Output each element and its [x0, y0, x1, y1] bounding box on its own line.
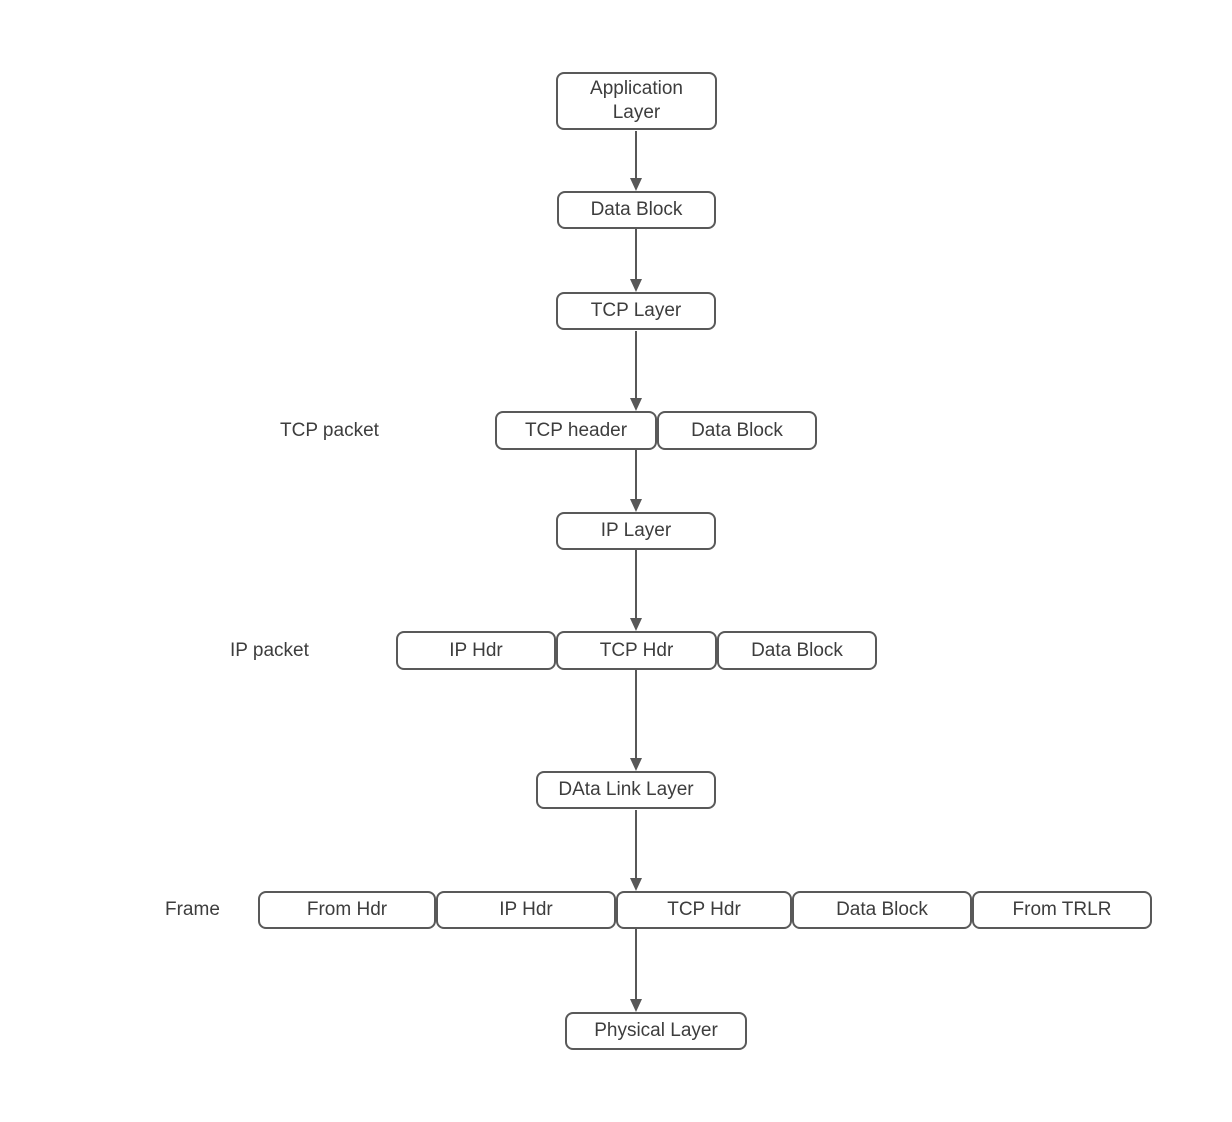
cell-ip-hdr: IP Hdr [436, 891, 616, 929]
label-tcp-packet: TCP packet [280, 419, 379, 441]
cell-ip-hdr: IP Hdr [396, 631, 556, 670]
arrow-down-icon [630, 331, 642, 411]
node-data-block: Data Block [557, 191, 716, 229]
arrow-down-icon [630, 670, 642, 771]
arrow-down-icon [630, 450, 642, 512]
cell-from-trlr: From TRLR [972, 891, 1152, 929]
cell-from-hdr: From Hdr [258, 891, 436, 929]
node-ip-layer: IP Layer [556, 512, 716, 550]
arrow-down-icon [630, 229, 642, 292]
arrow-down-icon [630, 131, 642, 191]
cell-data-block: Data Block [717, 631, 877, 670]
node-data-link-layer: DAta Link Layer [536, 771, 716, 809]
cell-tcp-hdr: TCP Hdr [556, 631, 717, 670]
cell-tcp-header: TCP header [495, 411, 657, 450]
node-tcp-layer: TCP Layer [556, 292, 716, 330]
label-frame: Frame [165, 899, 220, 920]
arrow-down-icon [630, 810, 642, 891]
cell-data-block: Data Block [657, 411, 817, 450]
node-application-layer: Application Layer [556, 72, 717, 130]
cell-tcp-hdr: TCP Hdr [616, 891, 792, 929]
label-ip-packet: IP packet [230, 639, 309, 661]
arrow-down-icon [630, 929, 642, 1012]
cell-data-block: Data Block [792, 891, 972, 929]
arrow-down-icon [630, 550, 642, 631]
node-physical-layer: Physical Layer [565, 1012, 747, 1050]
